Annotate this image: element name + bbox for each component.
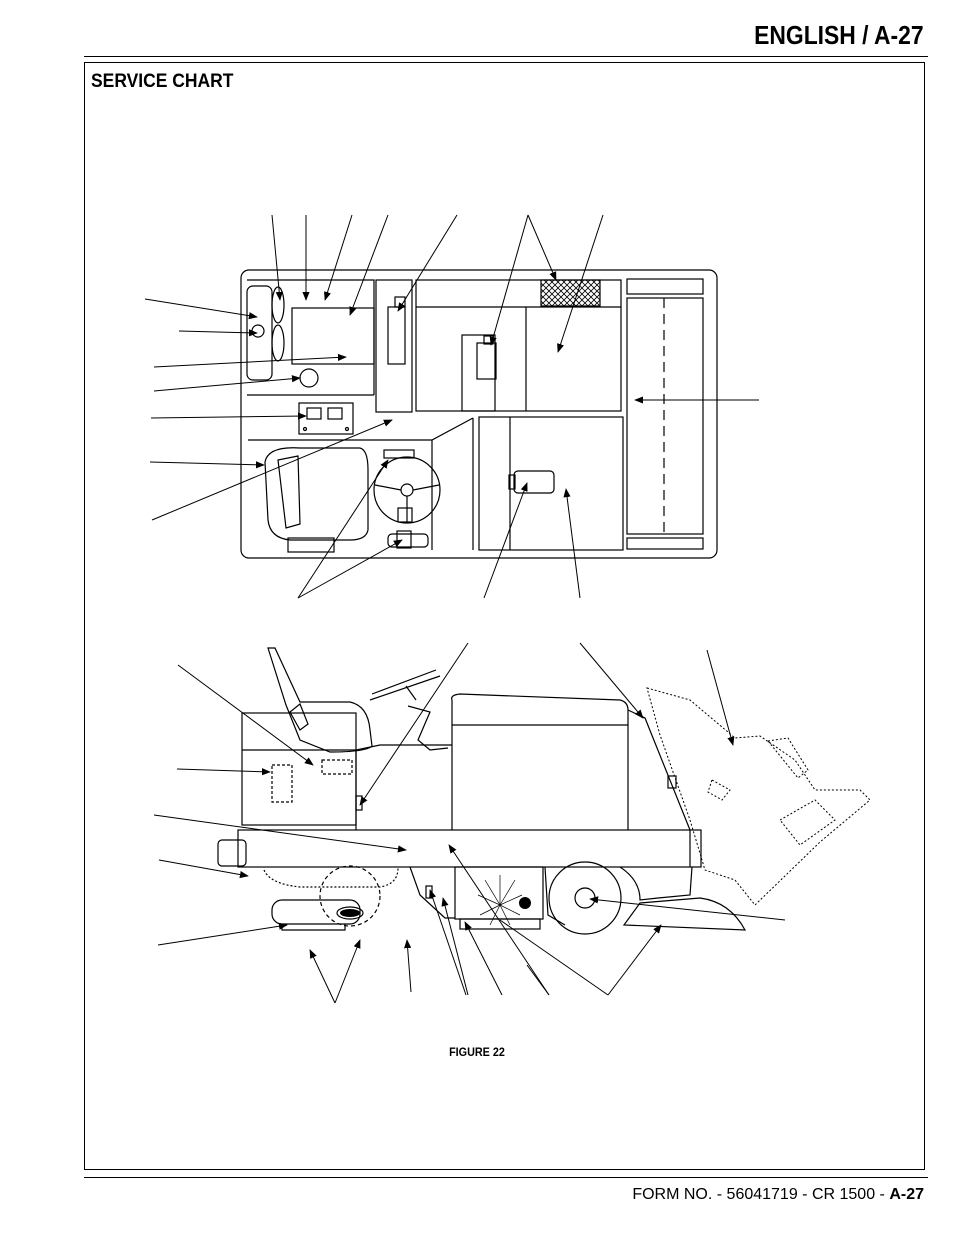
top-view-diagram	[240, 269, 718, 559]
raised-hopper-outline	[646, 687, 871, 906]
figure-caption: FIGURE 22	[449, 1045, 505, 1059]
page-header-title: ENGLISH / A-27	[754, 20, 924, 50]
header-rule	[84, 56, 928, 57]
top-view-callouts	[144, 214, 759, 599]
footer-page-number: A-27	[889, 1186, 924, 1203]
side-broom-hub	[340, 909, 360, 917]
footer-rule	[84, 1177, 928, 1178]
side-view-callouts	[153, 642, 786, 1004]
service-chart-frame	[84, 62, 925, 1170]
section-title: SERVICE CHART	[91, 71, 234, 92]
side-view-diagram	[217, 647, 747, 935]
footer-form-number: FORM NO. - 56041719 - CR 1500 -	[632, 1186, 890, 1203]
air-filter-hatched	[540, 279, 601, 307]
main-broom-bristles	[477, 875, 523, 926]
broom-hub	[519, 897, 531, 909]
page-footer: FORM NO. - 56041719 - CR 1500 - A-27	[632, 1186, 924, 1204]
